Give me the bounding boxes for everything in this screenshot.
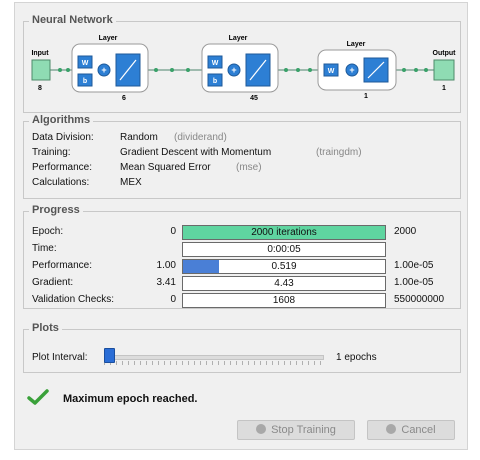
layer-1-size: 6	[122, 95, 126, 102]
gradient-end: 1.00e-05	[394, 277, 434, 288]
performance-label: Performance:	[32, 260, 93, 271]
plot-interval-label: Plot Interval:	[32, 352, 88, 363]
svg-text:+: +	[231, 65, 236, 75]
status-message: Maximum epoch reached.	[63, 393, 198, 405]
epoch-bar: 2000 iterations	[182, 225, 386, 240]
performance-end: 1.00e-05	[394, 260, 434, 271]
performance-algo-label: Performance:	[32, 162, 93, 173]
layer-2-title: Layer	[229, 35, 248, 42]
plots-title: Plots	[29, 322, 62, 334]
layer-1-sum	[97, 63, 111, 77]
input-count: 8	[38, 85, 42, 92]
gradient-bar: 4.43	[182, 276, 386, 291]
plots-group: Plots Plot Interval: 1 epochs	[23, 322, 461, 373]
cancel-label: Cancel	[401, 424, 436, 436]
performance-algo-value: Mean Squared Error	[120, 162, 211, 173]
layer-2-size: 45	[250, 95, 258, 102]
layer-1-b-box	[77, 73, 93, 87]
plot-interval-slider[interactable]	[104, 348, 324, 366]
network-diagram: Input 8 Layer W b + 6 Layer	[31, 35, 457, 102]
svg-text:+: +	[101, 65, 106, 75]
data-division-value: Random	[120, 132, 158, 143]
stop-training-label: Stop Training	[271, 424, 336, 436]
layer-1-title: Layer	[99, 35, 118, 42]
layer-3: Layer W + 1	[317, 41, 397, 100]
neural-network-group: Neural Network Input 8 Layer W b + 6	[23, 14, 461, 113]
epoch-label: Epoch:	[32, 226, 64, 237]
algorithms-title: Algorithms	[29, 114, 94, 126]
layer-3-size: 1	[364, 93, 368, 100]
output-count: 1	[442, 85, 446, 92]
output-label: Output	[433, 50, 457, 57]
training-value: Gradient Descent with Momentum	[120, 147, 272, 158]
validation-start: 0	[170, 294, 176, 305]
layer-1: Layer W b + 6	[71, 35, 149, 102]
output-block	[433, 59, 455, 81]
stop-training-button[interactable]: Stop Training	[237, 420, 355, 440]
cancel-button[interactable]: Cancel	[367, 420, 455, 440]
time-bar: 0:00:05	[182, 242, 386, 257]
gradient-start: 3.41	[156, 277, 176, 288]
layer-2: Layer W b + 45	[201, 35, 279, 102]
calculations-label: Calculations:	[32, 177, 90, 188]
cancel-icon	[386, 424, 397, 434]
epoch-bar-text: 2000 iterations	[251, 227, 317, 238]
performance-algo-fn: (mse)	[236, 162, 262, 173]
layer-2-w: W	[212, 60, 219, 67]
training-label: Training:	[32, 147, 71, 158]
layer-2-transfer	[245, 53, 271, 87]
layer-1-b: b	[83, 78, 87, 85]
validation-label: Validation Checks:	[32, 294, 115, 305]
data-division-label: Data Division:	[32, 132, 94, 143]
layer-2-w-box	[207, 55, 223, 69]
layer-2-sum	[227, 63, 241, 77]
layer-1-w-box	[77, 55, 93, 69]
layer-3-title: Layer	[347, 41, 366, 48]
layer-2-b: b	[213, 78, 217, 85]
epoch-start: 0	[170, 226, 176, 237]
layer-3-w-box	[323, 63, 339, 77]
slider-ticks	[104, 361, 324, 365]
data-division-fn: (dividerand)	[174, 132, 227, 143]
gradient-bar-text: 4.43	[274, 278, 294, 289]
progress-group: Progress Epoch: 0 2000 iterations 2000 T…	[23, 204, 461, 309]
performance-start: 1.00	[156, 260, 176, 271]
input-block	[31, 59, 51, 81]
input-label: Input	[31, 50, 49, 57]
training-fn: (traingdm)	[316, 147, 362, 158]
layer-3-w: W	[328, 68, 335, 75]
plot-interval-value: 1 epochs	[336, 352, 377, 363]
epoch-end: 2000	[394, 226, 417, 237]
performance-bar-text: 0.519	[271, 261, 297, 272]
progress-title: Progress	[29, 204, 83, 216]
layer-3-sum	[345, 63, 359, 77]
svg-text:+: +	[349, 65, 354, 75]
algorithms-group: Algorithms Data Division: Random (divide…	[23, 114, 461, 199]
validation-end: 550000000	[394, 294, 445, 305]
layer-2-b-box	[207, 73, 223, 87]
slider-thumb[interactable]	[104, 348, 115, 363]
checkmark-icon	[27, 389, 49, 405]
nntraintool-window: Neural Network Input 8 Layer W b + 6	[14, 2, 468, 450]
performance-bar: 0.519	[182, 259, 386, 274]
calculations-value: MEX	[120, 177, 142, 188]
stop-icon	[256, 424, 267, 434]
time-bar-text: 0:00:05	[267, 244, 301, 255]
layer-1-w: W	[82, 60, 89, 67]
performance-bar-fill	[183, 260, 220, 273]
validation-bar: 1608	[182, 293, 386, 308]
validation-bar-text: 1608	[272, 295, 296, 306]
neural-network-title: Neural Network	[29, 14, 116, 26]
slider-track	[104, 355, 324, 360]
time-label: Time:	[32, 243, 57, 254]
gradient-label: Gradient:	[32, 277, 74, 288]
epoch-bar-fill	[183, 226, 385, 239]
